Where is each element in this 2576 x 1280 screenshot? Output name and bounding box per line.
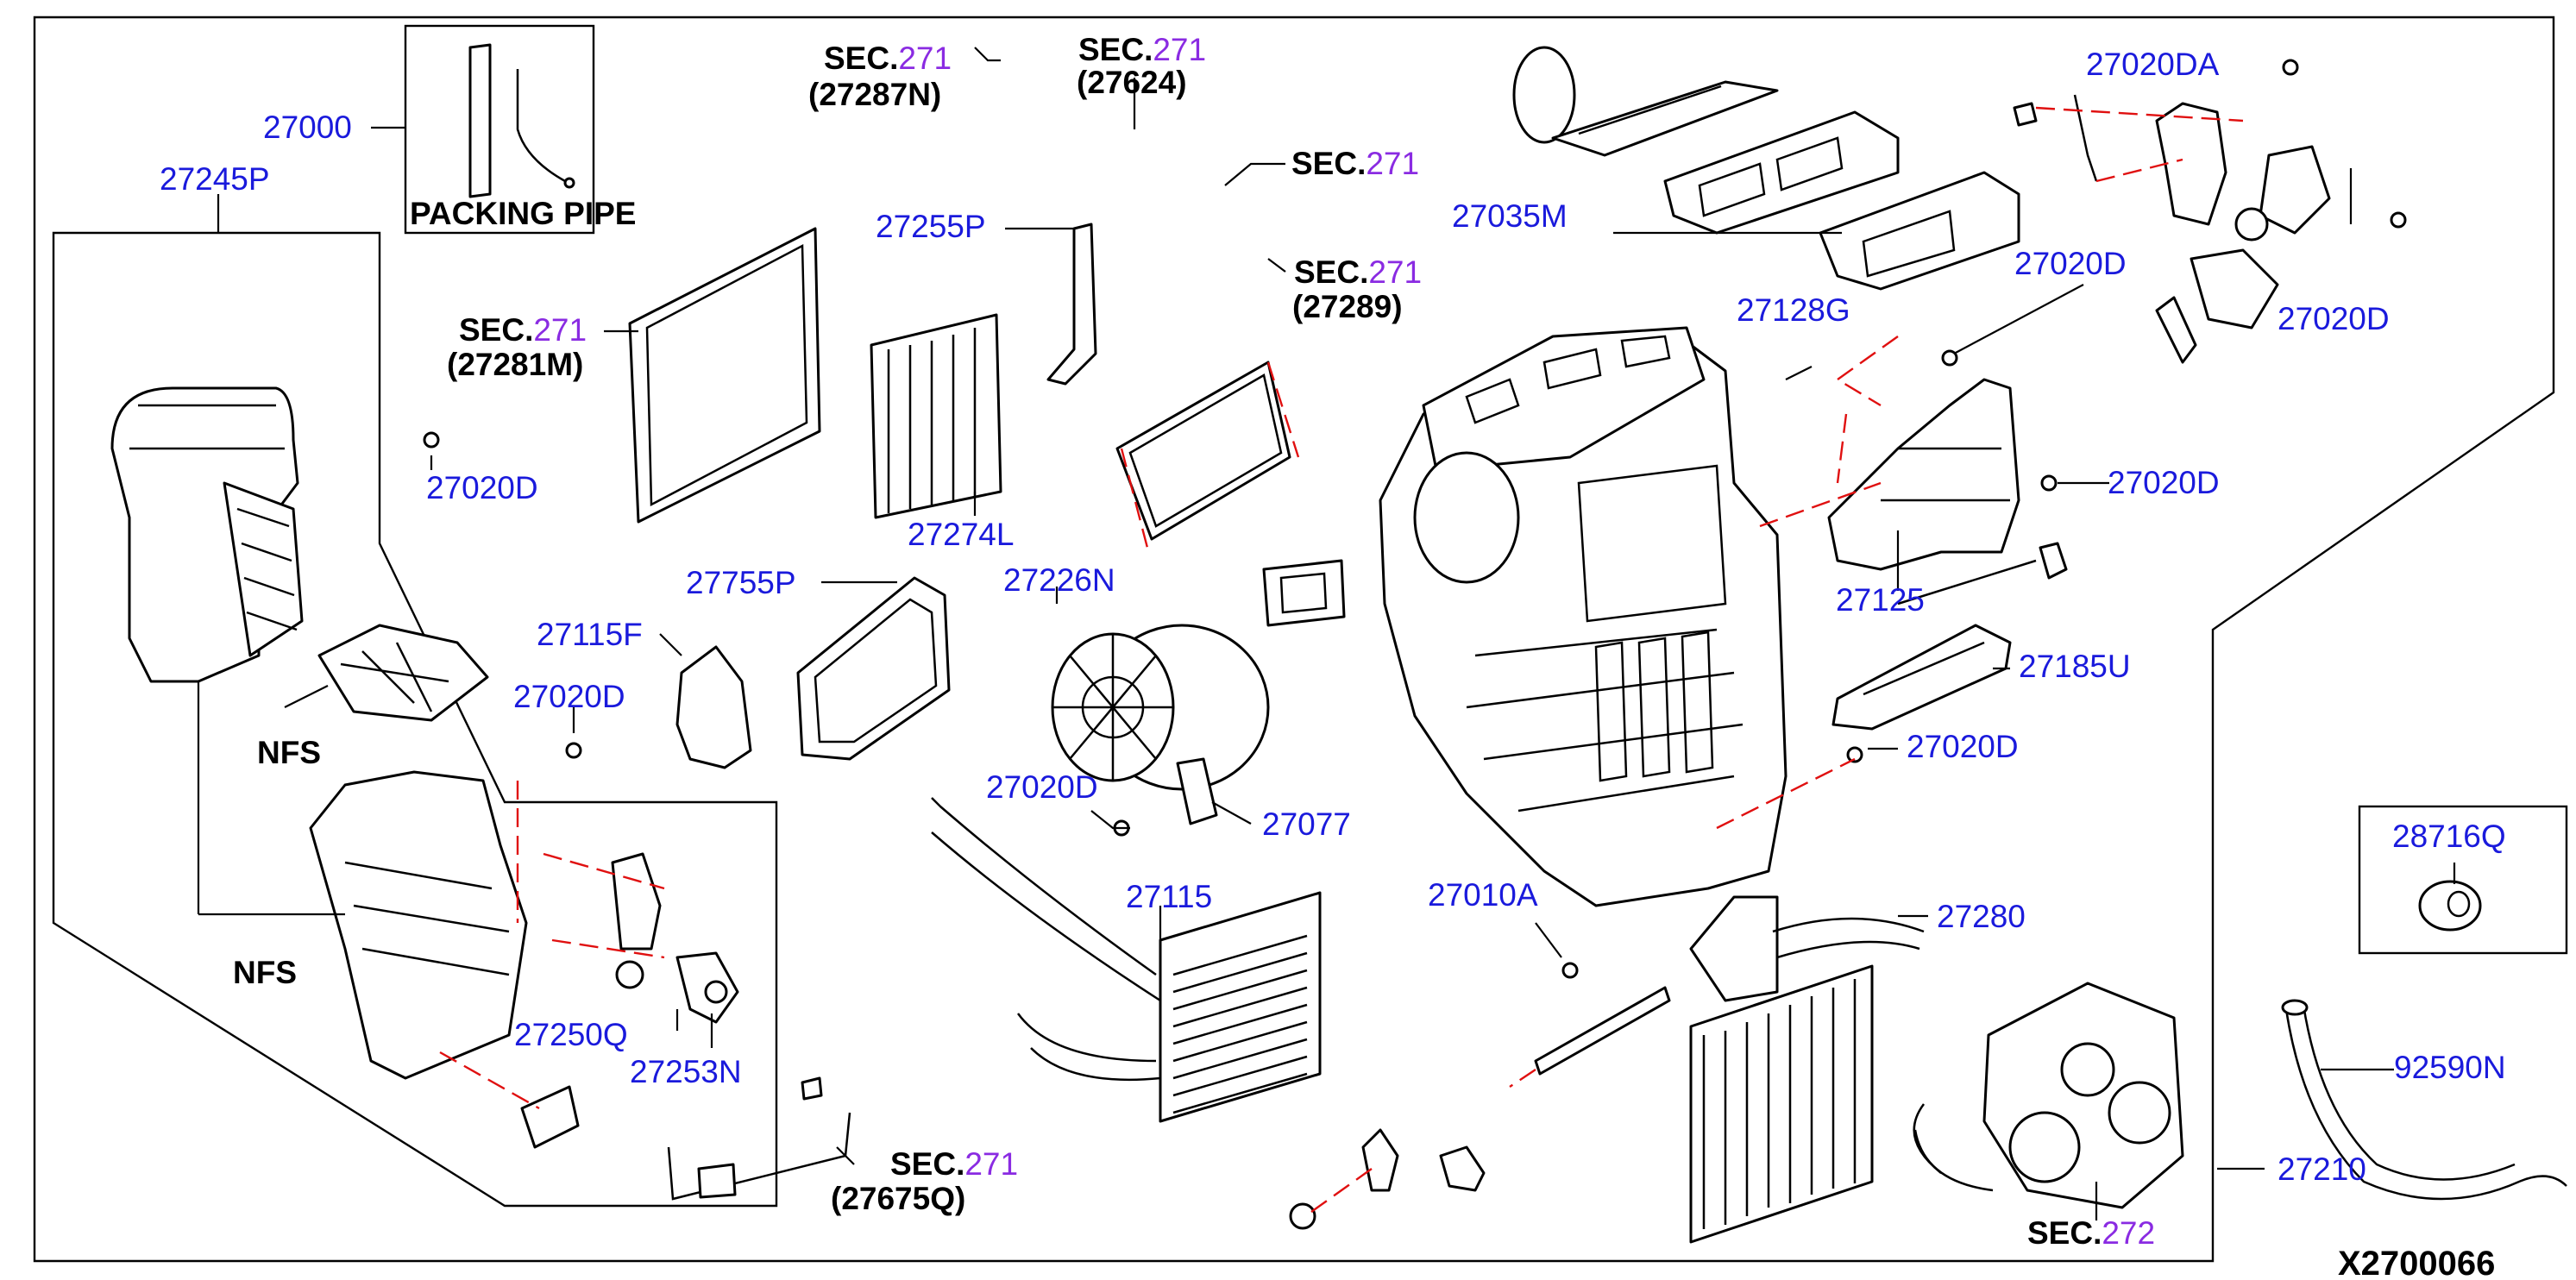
diagram-code: X2700066 [2338,1245,2495,1280]
label-27077: 27077 [1262,806,1351,842]
mode-duct-27035M [1512,46,2020,291]
label-nfs-lower: NFS [233,955,297,990]
climate-control-panel-27210 [1913,982,2184,1209]
screws [423,59,2407,979]
label-27000: 27000 [263,110,352,145]
label-27020D-upper-right: 27020D [2278,301,2390,336]
label-27020D-mid: 27020D [986,769,1098,805]
bracket-27255P [1046,223,1097,386]
label-27020D-mid-left: 27020D [513,679,625,714]
label-27125: 27125 [1836,582,1925,618]
label-27245P: 27245P [160,161,270,197]
label-27020DA: 27020DA [2086,47,2220,82]
sensor-harness-27675Q [667,1076,851,1201]
label-27280: 27280 [1937,899,2026,934]
label-27020D-upper-mid: 27020D [2014,246,2127,281]
label-sec-272: SEC.272 [2027,1215,2155,1251]
label-27289: (27289) [1292,289,1403,324]
label-27675Q: (27675Q) [831,1181,965,1216]
label-27035M: 27035M [1452,198,1568,234]
label-27115F: 27115F [537,617,643,652]
label-sec-271-27289: SEC.271 [1294,254,1422,290]
heater-core-27115 [931,797,1322,1123]
label-27185U: 27185U [2019,649,2131,684]
blower-motor-27226N [1051,624,1270,791]
connector-block [1262,559,1346,627]
packing-pipe-part [468,43,575,198]
label-28716Q: 28716Q [2392,819,2506,854]
duct-27115F [675,645,752,769]
label-27020D-right: 27020D [2108,465,2220,500]
seal-27755P [796,576,951,761]
label-27287N: (27287N) [808,77,941,112]
alignment-lines [439,106,2244,1213]
diagram-frame [33,16,2555,1263]
label-27010A: 27010A [1428,877,1538,913]
leader-lines [197,47,2456,1220]
label-27274L: 27274L [908,517,1014,552]
label-sec-271-27624: SEC.271 [1078,32,1206,67]
label-27020D-left: 27020D [426,470,538,505]
evaporator-27280 [1534,895,1925,1244]
label-27210: 27210 [2278,1151,2366,1187]
filter-27281M [628,227,821,524]
grommet-box-28716Q [2358,805,2568,955]
hvac-main-case [1379,326,1787,907]
door-lever-parts [1289,1128,1486,1230]
label-sec-271-27287N: SEC.271 [824,41,952,76]
label-sec-271-upper: SEC.271 [1291,146,1419,181]
drain-hose-92590N [2281,999,2567,1201]
label-27281M: (27281M) [447,347,583,382]
blower-case-upper [110,386,304,683]
packing-pipe-box [404,24,595,235]
duct-27125 [1827,378,2068,580]
label-27250Q: 27250Q [514,1017,628,1052]
label-27253N: 27253N [630,1054,742,1089]
label-27255P: 27255P [876,209,986,244]
resistor-27077 [1176,757,1218,825]
nfs-filter-grille [317,624,489,722]
filter-27274L [870,313,1002,519]
label-27128G: 27128G [1737,292,1850,328]
label-27624: (27624) [1077,65,1187,100]
label-27226N: 27226N [1003,562,1115,598]
label-92590N: 92590N [2394,1050,2506,1085]
duct-flap-lower [520,1085,580,1149]
filter-frame-27226 [1115,361,1291,541]
label-nfs-upper: NFS [257,735,321,770]
label-27115: 27115 [1126,879,1212,914]
sub-assembly-frame-27245P [52,231,778,1208]
label-sec-271-27675Q: SEC.271 [890,1146,1018,1182]
label-packing-pipe: PACKING PIPE [410,196,636,231]
actuator-27020DA-cluster [2013,94,2331,364]
label-27020D-lower-right: 27020D [1907,729,2019,764]
grommet-28716Q [2418,880,2482,932]
blower-case-lower [309,770,528,1080]
label-sec-271-27281M: SEC.271 [459,312,587,348]
label-27755P: 27755P [686,565,796,600]
